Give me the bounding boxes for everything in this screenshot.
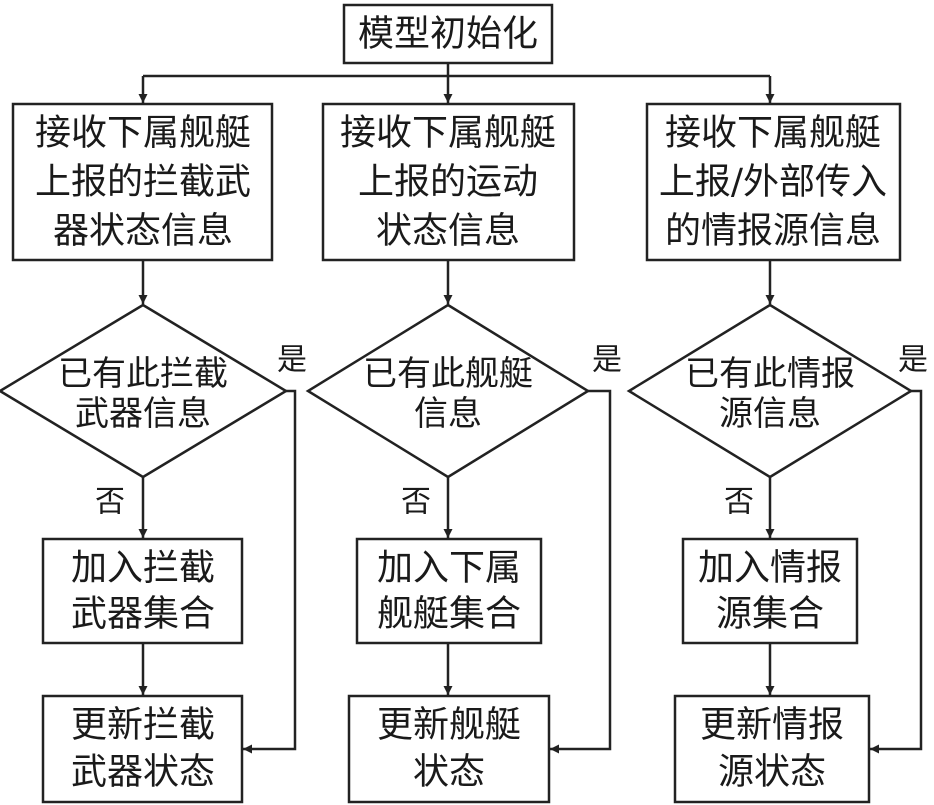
update-node-1 [41, 694, 244, 804]
receive-2-line-3: 状态信息 [376, 211, 520, 252]
receive-3-line-1: 接收下属舰艇 [665, 113, 881, 154]
decision-3-line-2: 源信息 [719, 394, 821, 434]
yes-label-1: 是 [277, 343, 307, 378]
update-2-line-2: 状态 [413, 752, 485, 793]
edge-decision-2-yes [550, 389, 612, 754]
start-node-box [342, 3, 554, 65]
update-1-line-2: 武器状态 [71, 752, 215, 793]
decision-2-line-1: 已有此舰艇 [363, 354, 533, 394]
add-node-1 [41, 537, 244, 645]
receive-2-line-1: 接收下属舰艇 [340, 113, 556, 154]
edge-decision-3-yes [870, 389, 923, 754]
receive-1-line-3: 器状态信息 [53, 211, 233, 252]
update-node-3 [673, 694, 871, 804]
update-3-line-1: 更新情报 [700, 705, 844, 746]
receive-3-line-2: 上报/外部传入 [659, 162, 887, 203]
receive-2-line-2: 上报的运动 [358, 162, 538, 203]
receive-node-3 [645, 102, 902, 262]
add-2-line-1: 加入下属 [377, 548, 521, 589]
decision-1-line-2: 武器信息 [75, 394, 211, 434]
decision-3-line-1: 已有此情报 [685, 354, 855, 394]
receive-3-line-3: 的情报源信息 [665, 211, 881, 252]
no-label-3: 否 [724, 485, 754, 520]
no-label-1: 否 [95, 485, 125, 520]
decision-1-line-1: 已有此拦截 [58, 354, 228, 394]
add-1-line-1: 加入拦截 [71, 548, 215, 589]
update-1-line-1: 更新拦截 [71, 705, 215, 746]
yes-label-2: 是 [592, 343, 622, 378]
add-1-line-2: 武器集合 [71, 594, 215, 635]
decision-2-line-2: 信息 [414, 394, 482, 434]
add-3-line-1: 加入情报 [698, 548, 842, 589]
start-node-line-1: 模型初始化 [358, 14, 538, 55]
update-3-line-2: 源状态 [718, 752, 826, 793]
receive-1-line-1: 接收下属舰艇 [35, 113, 251, 154]
update-2-line-1: 更新舰艇 [377, 705, 521, 746]
add-3-line-2: 源集合 [716, 594, 824, 635]
receive-1-line-2: 上报的拦截武 [35, 162, 251, 203]
add-node-3 [681, 537, 859, 645]
receive-node-2 [321, 102, 576, 262]
add-2-line-2: 舰艇集合 [377, 594, 521, 635]
no-label-2: 否 [401, 485, 431, 520]
yes-label-3: 是 [898, 343, 928, 378]
edge-decision-1-yes [243, 389, 297, 754]
update-node-2 [347, 694, 551, 804]
add-node-2 [355, 537, 543, 645]
